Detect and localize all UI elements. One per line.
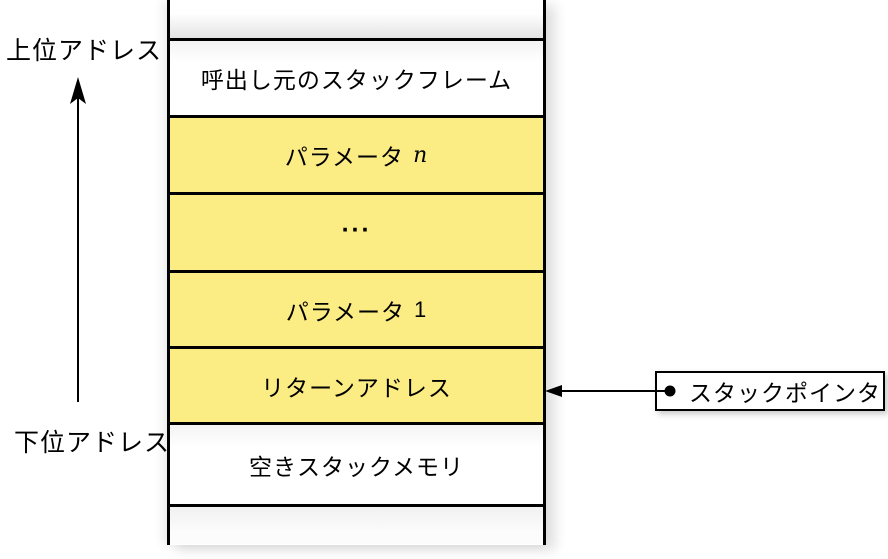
stack-open-top bbox=[170, 0, 543, 38]
stack-pointer-box: スタックポインタ bbox=[655, 371, 885, 411]
low-address-label: 下位アドレス bbox=[14, 429, 171, 457]
cell-parameter-n-label: パラメータ bbox=[284, 144, 405, 170]
stack-column: 呼出し元のスタックフレーム パラメータ n ... パラメータ 1 リターンアドレス… bbox=[167, 0, 546, 545]
stack-open-bottom bbox=[170, 504, 543, 544]
stack-pointer-label: スタックポインタ bbox=[689, 380, 881, 406]
bullet-anchor-icon bbox=[664, 385, 676, 397]
cell-ellipsis: ... bbox=[170, 192, 543, 270]
cell-free-stack-memory-label: 空きスタックメモリ bbox=[248, 453, 465, 480]
cell-return-address: リターンアドレス bbox=[170, 346, 543, 422]
high-address-label: 上位アドレス bbox=[6, 37, 163, 65]
cell-free-stack-memory: 空きスタックメモリ bbox=[170, 422, 543, 504]
cell-return-address-label: リターンアドレス bbox=[261, 374, 452, 401]
cell-parameter-n: パラメータ n bbox=[170, 115, 543, 192]
cell-ellipsis-label: ... bbox=[341, 209, 372, 238]
cell-caller-stack-frame-label: 呼出し元のスタックフレーム bbox=[200, 67, 513, 93]
parameter-n-variable: n bbox=[413, 142, 429, 168]
parameter-1-variable: 1 bbox=[414, 296, 428, 322]
cell-parameter-1-label: パラメータ bbox=[285, 298, 406, 325]
cell-parameter-1: パラメータ 1 bbox=[170, 270, 543, 346]
cell-caller-stack-frame: 呼出し元のスタックフレーム bbox=[170, 38, 543, 115]
